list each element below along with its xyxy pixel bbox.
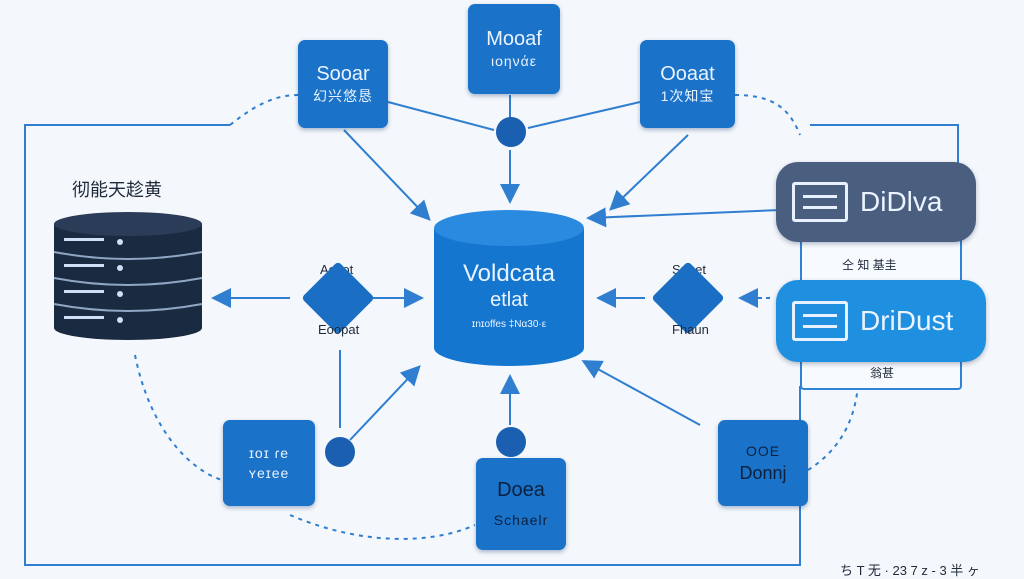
node-top-left[interactable]: Sooar 幻兴悠恳 — [298, 40, 388, 128]
node-top-center-subtitle: ιοηνάε — [490, 53, 538, 69]
central-subtitle: etlat — [490, 289, 528, 311]
node-bottom-center[interactable]: Doea Schaelr — [476, 458, 566, 550]
pill-dark[interactable]: DiDlva — [776, 162, 976, 242]
node-top-right-subtitle: 1次知宝 — [660, 88, 715, 104]
edge-pill-center — [586, 207, 781, 228]
pill-dark-label: DiDlva — [860, 186, 943, 217]
node-top-center[interactable]: Mooaf ιοηνάε — [468, 4, 560, 94]
dashed-curve-bottomright — [807, 384, 859, 471]
node-bottom-right[interactable]: OOE Donnj — [718, 420, 808, 506]
node-bottom-left-subtitle: ʏeɪee — [248, 465, 290, 481]
central-database-text: Voldcata etlat ɪnɪoffes ‡Nα30·ε — [432, 260, 586, 332]
dashed-curve-topright — [734, 94, 801, 136]
document-list-icon — [792, 182, 848, 222]
node-bottom-center-subtitle: Schaelr — [493, 512, 549, 528]
edge-topright-dot — [527, 101, 641, 129]
dashed-curve-bottom — [289, 514, 476, 540]
edge-topright-center — [609, 134, 689, 211]
central-caption: ɪnɪoffes ‡Nα30·ε — [471, 319, 547, 330]
edge-dot-center — [349, 365, 421, 441]
server-stack-icon — [53, 212, 203, 340]
junction-dot-bottom-left — [325, 437, 355, 467]
right-panel-mid-label: 仝 知 基圭 — [842, 258, 897, 272]
diamond-left-bottom-label: Eoopat — [318, 322, 360, 337]
node-top-center-title: Mooaf — [486, 28, 542, 50]
pill-light[interactable]: DriDust — [776, 280, 986, 362]
node-bottom-center-title: Doea — [497, 479, 545, 501]
edge-bottomright-center — [581, 360, 701, 426]
edge-topleft-dot — [387, 101, 495, 131]
diamond-right-bottom-label: Fhaun — [672, 322, 709, 337]
edge-topleft-center — [343, 129, 431, 221]
node-bottom-left[interactable]: ɪoɪ ɾe ʏeɪee — [223, 420, 315, 506]
footer-text: ち T 无 · 23 7 z - 3 半 ヶ — [840, 563, 980, 578]
dashed-curve-left — [134, 354, 223, 481]
central-title: Voldcata — [462, 260, 556, 287]
central-database[interactable] — [432, 208, 586, 368]
node-top-right[interactable]: Ooaat 1次知宝 — [640, 40, 735, 128]
node-top-right-title: Ooaat — [660, 63, 715, 85]
right-panel-bottom-label: 翁甚 — [870, 366, 895, 380]
server-label: 彻能天趁黄 — [72, 180, 162, 200]
junction-dot-bottom-center — [496, 427, 526, 457]
pill-light-label: DriDust — [860, 305, 954, 336]
node-top-left-subtitle: 幻兴悠恳 — [313, 88, 373, 104]
junction-dot-top — [496, 117, 526, 147]
node-top-left-title: Sooar — [316, 63, 370, 85]
dashed-curve-topleft — [229, 94, 299, 126]
node-bottom-left-title: ɪoɪ ɾe — [248, 445, 290, 461]
node-bottom-right-subtitle: Donnj — [739, 463, 787, 483]
node-bottom-right-title: OOE — [745, 443, 781, 459]
outer-frame-line-right — [810, 124, 959, 165]
document-list-icon-2 — [792, 301, 848, 341]
